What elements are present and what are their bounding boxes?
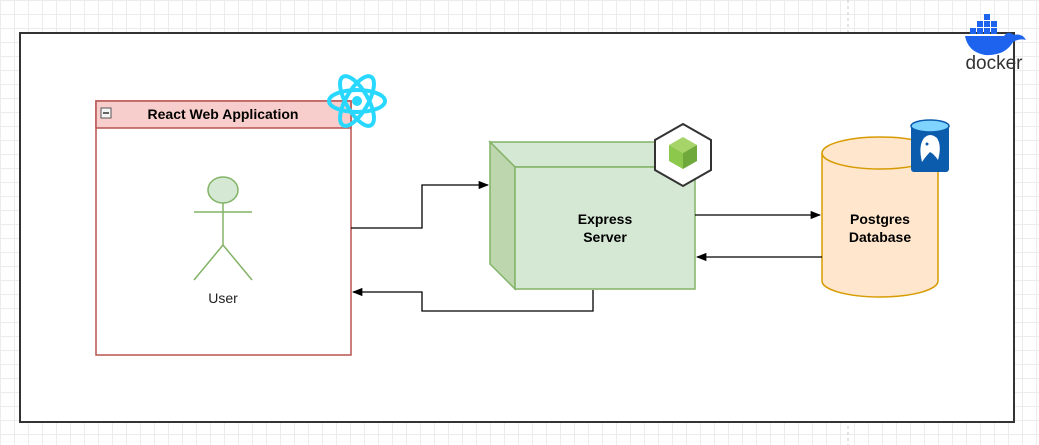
user-actor-icon[interactable]	[193, 176, 253, 281]
react-app-container[interactable]: React Web Application User	[95, 100, 352, 356]
react-logo-icon	[327, 74, 387, 128]
arrow-react-to-express[interactable]	[351, 180, 490, 229]
express-server-node[interactable]: Express Server	[488, 140, 697, 291]
postgres-label-line1: Postgres	[850, 211, 910, 227]
express-label-line2: Server	[583, 229, 627, 245]
user-label: User	[208, 290, 238, 306]
collapse-toggle[interactable]	[100, 107, 112, 119]
postgres-database-node[interactable]: Postgres Database	[821, 136, 939, 298]
react-app-title: React Web Application	[148, 106, 299, 122]
postgresql-icon	[910, 119, 950, 172]
postgres-label-line2: Database	[849, 229, 911, 245]
nodejs-icon	[654, 122, 712, 188]
docker-logo: docker	[965, 14, 1026, 74]
react-app-header	[95, 100, 352, 129]
docker-whale-icon	[965, 14, 1026, 56]
express-label-line1: Express	[578, 211, 633, 227]
docker-label: docker	[965, 53, 1023, 74]
arrow-express-to-react[interactable]	[351, 287, 594, 312]
